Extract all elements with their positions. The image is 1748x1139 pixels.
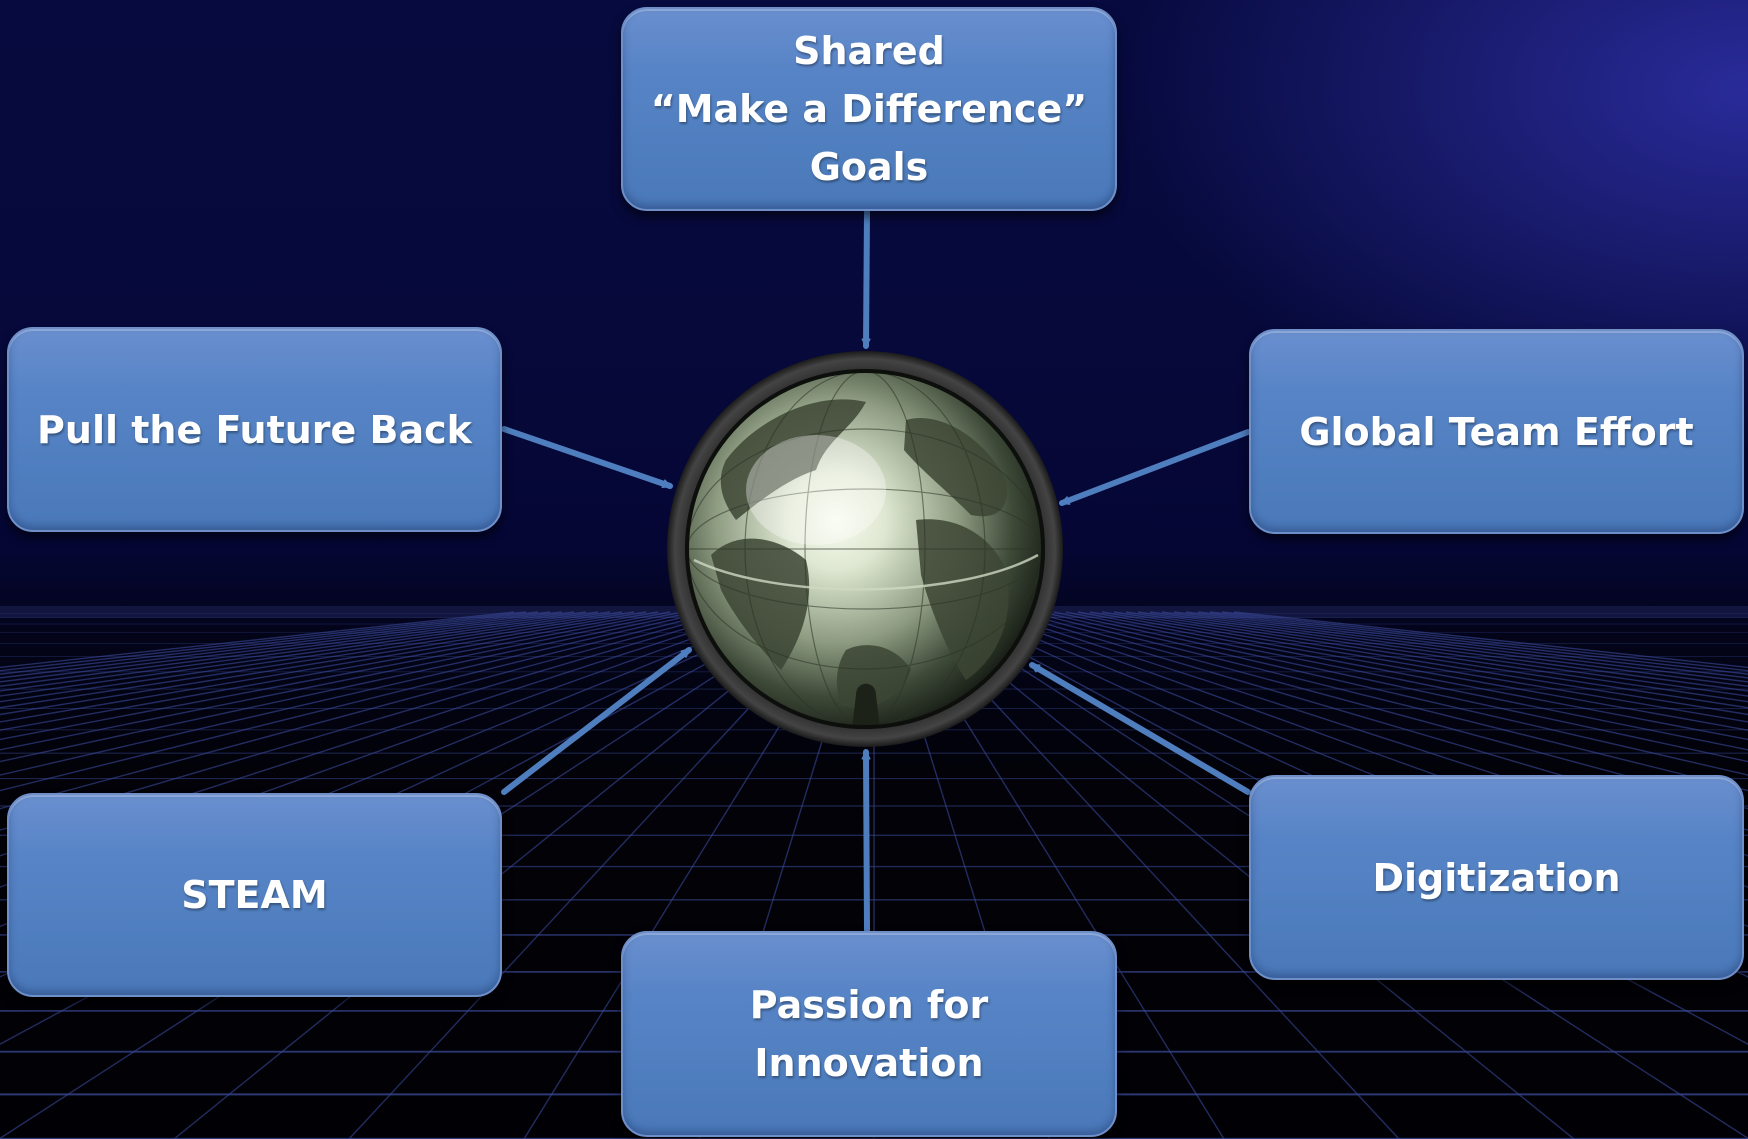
grid-line — [0, 611, 659, 731]
grid-line — [0, 611, 695, 763]
globe-icon — [667, 351, 1063, 747]
node-digitization: Digitization — [1249, 775, 1744, 980]
grid-line — [1041, 611, 1748, 776]
connector-bottom-left — [501, 647, 692, 795]
grid-line — [1077, 611, 1748, 741]
grid-line — [0, 611, 623, 709]
grid-line — [0, 611, 743, 831]
connector-left — [501, 426, 673, 489]
grid-line — [1065, 611, 1748, 751]
grid-line — [0, 611, 635, 716]
grid-line — [1017, 611, 1748, 810]
connector-bottom-right — [1029, 662, 1251, 795]
grid-line — [0, 611, 683, 751]
connector-right — [1059, 429, 1251, 506]
grid-line — [0, 611, 671, 741]
node-global-team-effort: Global Team Effort — [1249, 329, 1744, 534]
grid-line — [0, 611, 731, 810]
grid-line — [1053, 611, 1748, 763]
grid-line — [1089, 611, 1748, 731]
center-hub — [666, 350, 1064, 748]
grid-line — [0, 611, 755, 857]
node-passion-for-innovation: Passion for Innovation — [621, 931, 1117, 1137]
grid-line — [0, 611, 647, 723]
grid-line — [921, 611, 1575, 1139]
grid-line — [1029, 611, 1748, 792]
node-shared-goals: Shared “Make a Difference” Goals — [621, 7, 1117, 211]
grid-line — [993, 611, 1748, 857]
node-steam: STEAM — [7, 793, 502, 997]
grid-line — [1101, 611, 1748, 723]
grid-line — [1005, 611, 1748, 831]
grid-line — [0, 611, 707, 776]
grid-line — [1113, 611, 1748, 716]
node-pull-the-future-back: Pull the Future Back — [7, 327, 502, 532]
connector-top — [861, 209, 871, 349]
grid-line — [1125, 611, 1748, 709]
grid-line — [1137, 611, 1748, 703]
grid-line — [0, 611, 611, 703]
grid-line — [0, 611, 719, 792]
connector-bottom — [861, 749, 871, 933]
